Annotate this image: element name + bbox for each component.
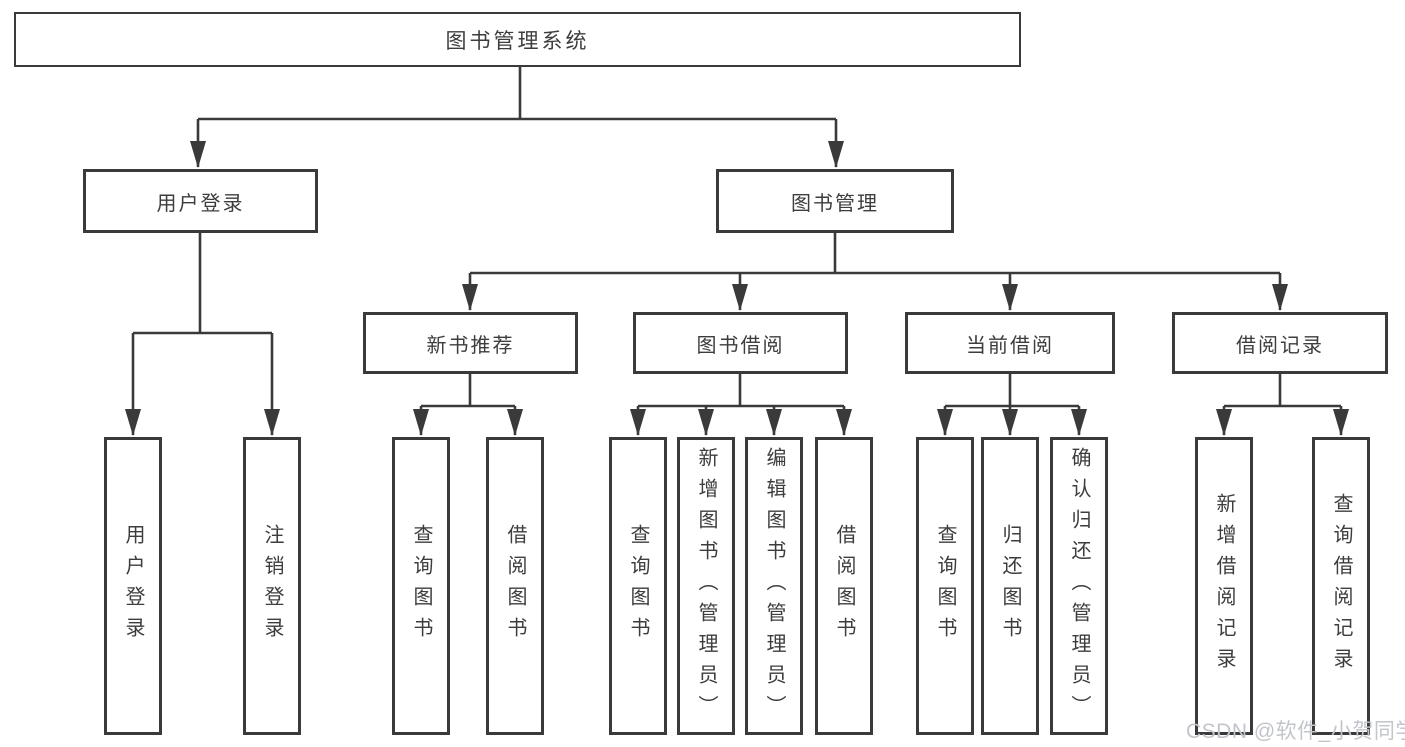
node-book-borrow: 图书借阅: [633, 312, 848, 374]
leaf-label: 归还图书: [999, 524, 1021, 648]
leaf-label: 查询图书: [934, 524, 956, 648]
connector-current-borrow-children: [937, 374, 1087, 436]
csdn-watermark: CSDN @软件_小贺同学: [1186, 720, 1405, 743]
node-new-book-recommend: 新书推荐: [363, 312, 578, 374]
leaf-add-books-admin: 新增图书（管理员）: [677, 437, 735, 735]
connector-book-management-children: [462, 233, 1288, 311]
leaf-borrow-books-recommend: 借阅图书: [486, 437, 544, 735]
leaf-label: 新增借阅记录: [1213, 493, 1235, 679]
leaf-confirm-return-admin: 确认归还（管理员）: [1050, 437, 1108, 735]
node-borrow-record: 借阅记录: [1172, 312, 1388, 374]
node-label: 当前借阅: [966, 334, 1054, 357]
node-user-login: 用户登录: [83, 169, 318, 233]
node-book-management: 图书管理: [716, 169, 954, 233]
leaf-label: 查询图书: [410, 524, 432, 648]
leaf-borrow-books: 借阅图书: [815, 437, 873, 735]
leaf-add-borrow-record: 新增借阅记录: [1195, 437, 1253, 735]
node-current-borrow: 当前借阅: [905, 312, 1115, 374]
node-label: 图书管理系统: [445, 29, 590, 53]
node-label: 用户登录: [156, 192, 245, 215]
connector-root-to-level2: [190, 67, 844, 168]
node-label: 图书借阅: [696, 334, 785, 357]
connector-user-login-children: [125, 233, 280, 436]
connector-book-borrow-children: [630, 374, 852, 436]
leaf-query-books-current: 查询图书: [916, 437, 974, 735]
node-label: 新书推荐: [426, 334, 515, 357]
leaf-label: 查询借阅记录: [1330, 493, 1352, 679]
leaf-label: 注销登录: [261, 524, 283, 648]
leaf-label: 借阅图书: [833, 524, 855, 648]
leaf-label: 用户登录: [122, 524, 144, 648]
leaf-label: 新增图书（管理员）: [695, 446, 717, 726]
leaf-label: 确认归还（管理员）: [1068, 446, 1090, 726]
leaf-query-borrow-record: 查询借阅记录: [1312, 437, 1370, 735]
node-label: 借阅记录: [1236, 334, 1324, 357]
connector-new-book-children: [413, 374, 523, 436]
node-label: 图书管理: [791, 192, 879, 215]
leaf-query-books-recommend: 查询图书: [392, 437, 450, 735]
leaf-label: 借阅图书: [504, 524, 526, 648]
leaf-label: 查询图书: [627, 524, 649, 648]
leaf-user-login: 用户登录: [104, 437, 162, 735]
leaf-return-books: 归还图书: [981, 437, 1039, 735]
leaf-label: 编辑图书（管理员）: [763, 446, 785, 726]
connector-borrow-record-children: [1216, 374, 1349, 436]
node-library-management-system: 图书管理系统: [14, 12, 1021, 67]
leaf-edit-books-admin: 编辑图书（管理员）: [745, 437, 803, 735]
leaf-logout: 注销登录: [243, 437, 301, 735]
leaf-query-books-borrow: 查询图书: [609, 437, 667, 735]
